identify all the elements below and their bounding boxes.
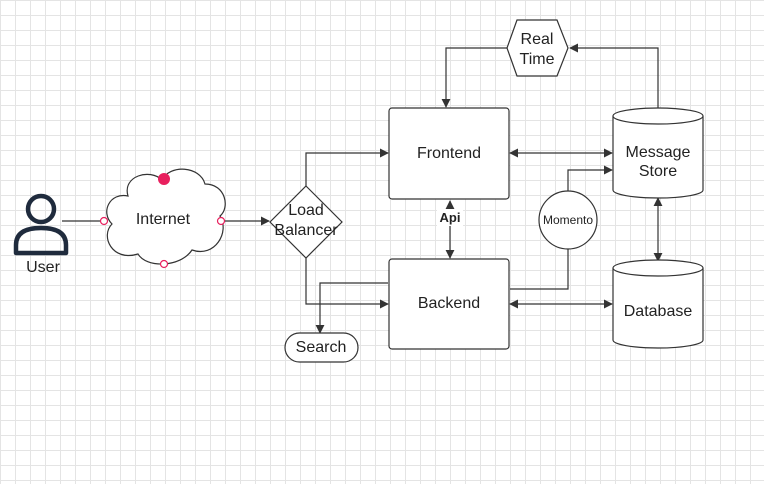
database-node[interactable]: Database [612,259,704,349]
real-time-label-line2: Time [520,51,555,68]
connection-handle[interactable] [216,216,226,226]
frontend-node[interactable]: Frontend [388,107,510,200]
message-store-node[interactable]: Message Store [612,107,704,199]
frontend-label: Frontend [417,145,481,162]
momento-label: Momento [543,213,593,227]
connector-realtime-frontend[interactable] [441,47,507,108]
real-time-node[interactable]: Real Time [506,19,569,77]
internet-label: Internet [136,211,191,228]
cylinder-shape [612,116,704,199]
backend-label: Backend [418,295,480,312]
connector-messagestore-realtime[interactable] [569,43,659,108]
database-label: Database [624,303,693,320]
backend-node[interactable]: Backend [388,258,510,350]
backend-box [388,258,510,350]
user-label: User [26,259,60,276]
user-node[interactable]: User [13,193,69,276]
load-balancer-label-line1: Load [288,202,324,219]
momento-node[interactable]: Momento [538,190,598,250]
connection-handle[interactable] [159,259,169,269]
load-balancer-node[interactable]: Load Balancer [269,185,343,259]
user-icon [13,193,69,256]
momento-circle [538,190,598,250]
search-pill [284,332,359,363]
cylinder-shape [612,268,704,349]
diamond-shape [269,185,343,259]
load-balancer-label-line2: Balancer [274,222,338,239]
internet-node[interactable]: Internet [99,168,226,269]
frontend-box [388,107,510,200]
connector-loadbalancer-backend[interactable] [305,258,389,309]
search-label: Search [296,339,347,356]
connector-backend-search[interactable] [315,282,388,334]
message-store-label-line1: Message [626,144,691,161]
connection-handle[interactable] [99,216,109,226]
connection-handle[interactable] [158,173,170,185]
cylinder-top [612,259,704,277]
message-store-label-line2: Store [639,163,677,180]
real-time-label-line1: Real [521,31,554,48]
api-edge-label: Api [440,210,461,225]
hexagon-shape [506,19,569,77]
connector-loadbalancer-frontend[interactable] [305,148,389,186]
api-label-bg [437,209,463,226]
cylinder-top [612,107,704,125]
search-node[interactable]: Search [284,332,359,363]
